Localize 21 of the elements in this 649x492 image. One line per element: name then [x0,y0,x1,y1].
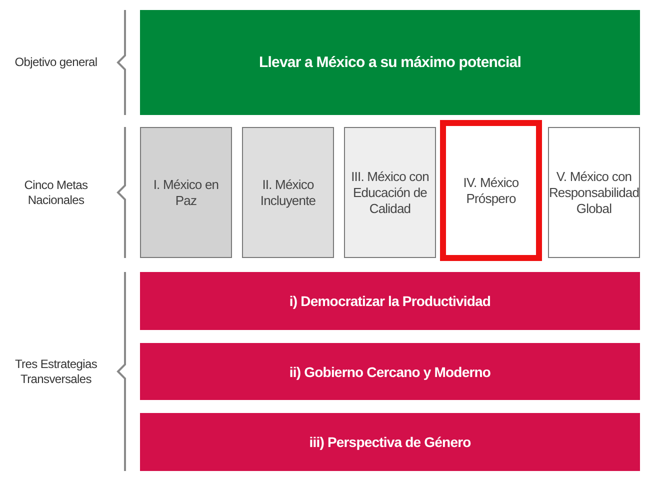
node-text: II. México Incluyente [259,176,317,208]
node-text: III. México con Educación de Calidad [350,168,430,216]
goal-banner [140,10,640,115]
node-text: ii) Gobierno Cercano y Moderno [289,364,491,380]
section-label: Cinco Metas Nacionales [23,178,89,208]
strategy-bar [140,413,640,471]
goal-box [548,127,640,258]
section-label: Tres Estrategias Transversales [14,356,98,386]
node-text: Llevar a México a su máximo potencial [259,54,521,70]
goal-box [140,127,232,258]
goal-box [242,127,334,258]
strategy-bar [140,272,640,330]
goal-box [344,127,436,258]
strategy-bar [140,343,640,400]
node-text: IV. México Próspero [462,174,520,206]
section-label: Objetivo general [14,55,98,70]
node-text: V. México con Responsabilidad Global [548,168,640,216]
node-text: i) Democratizar la Productividad [289,293,491,309]
node-text: I. México en Paz [152,176,220,208]
node-text: iii) Perspectiva de Género [309,434,471,450]
highlighted-goal-box [440,120,542,261]
